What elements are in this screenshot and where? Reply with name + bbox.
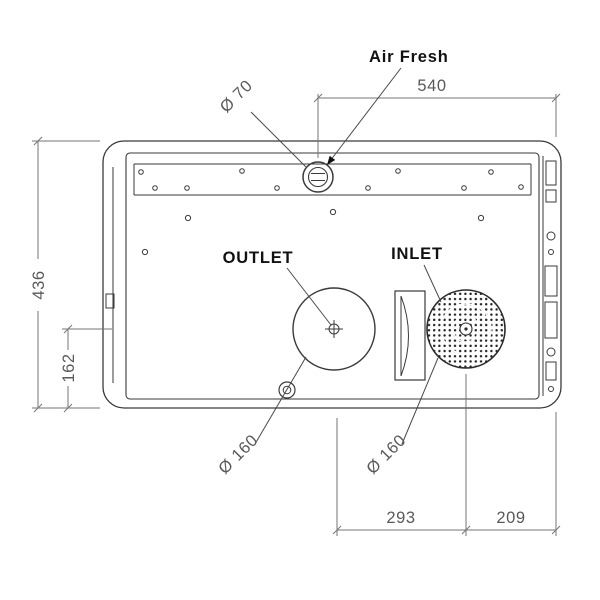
side-louver (394, 290, 426, 381)
dia-outlet-label: Ø 160 (215, 431, 262, 478)
mounting-band-screws (138, 168, 524, 191)
dim-height-left-label: 436 (30, 270, 48, 299)
left-frame-strip (105, 167, 115, 383)
dim-width-top (313, 93, 561, 158)
dim-height-inner-label: 162 (60, 353, 78, 382)
inlet-label: INLET (391, 245, 443, 263)
dim-height-inner (62, 324, 112, 413)
air-fresh-leader (326, 67, 402, 166)
air-fresh-label: Air Fresh (369, 48, 449, 66)
outlet-leader (286, 267, 332, 326)
outlet-label: OUTLET (223, 249, 294, 267)
dim-width-top-label: 540 (417, 77, 446, 95)
outlet-opening (292, 287, 376, 371)
dim-height-left (32, 136, 100, 413)
dia-air-fresh-leader (250, 111, 307, 168)
dia-air-fresh-label: Ø 70 (217, 77, 257, 117)
air-fresh-vent (302, 161, 334, 193)
terminal-strip (542, 156, 558, 396)
drain-cap (278, 381, 296, 399)
unit-body-outline (102, 140, 562, 409)
inlet-fan (426, 289, 506, 369)
dia-inlet-leader (401, 357, 439, 445)
dia-outlet-leader (254, 356, 307, 445)
panel-screws (141, 208, 485, 256)
dim-bottom-center-label: 293 (386, 509, 415, 527)
inlet-leader (423, 264, 442, 303)
dia-inlet-label: Ø 160 (363, 431, 410, 478)
dim-bottom-right-label: 209 (496, 509, 525, 527)
dim-bottom (332, 374, 561, 536)
